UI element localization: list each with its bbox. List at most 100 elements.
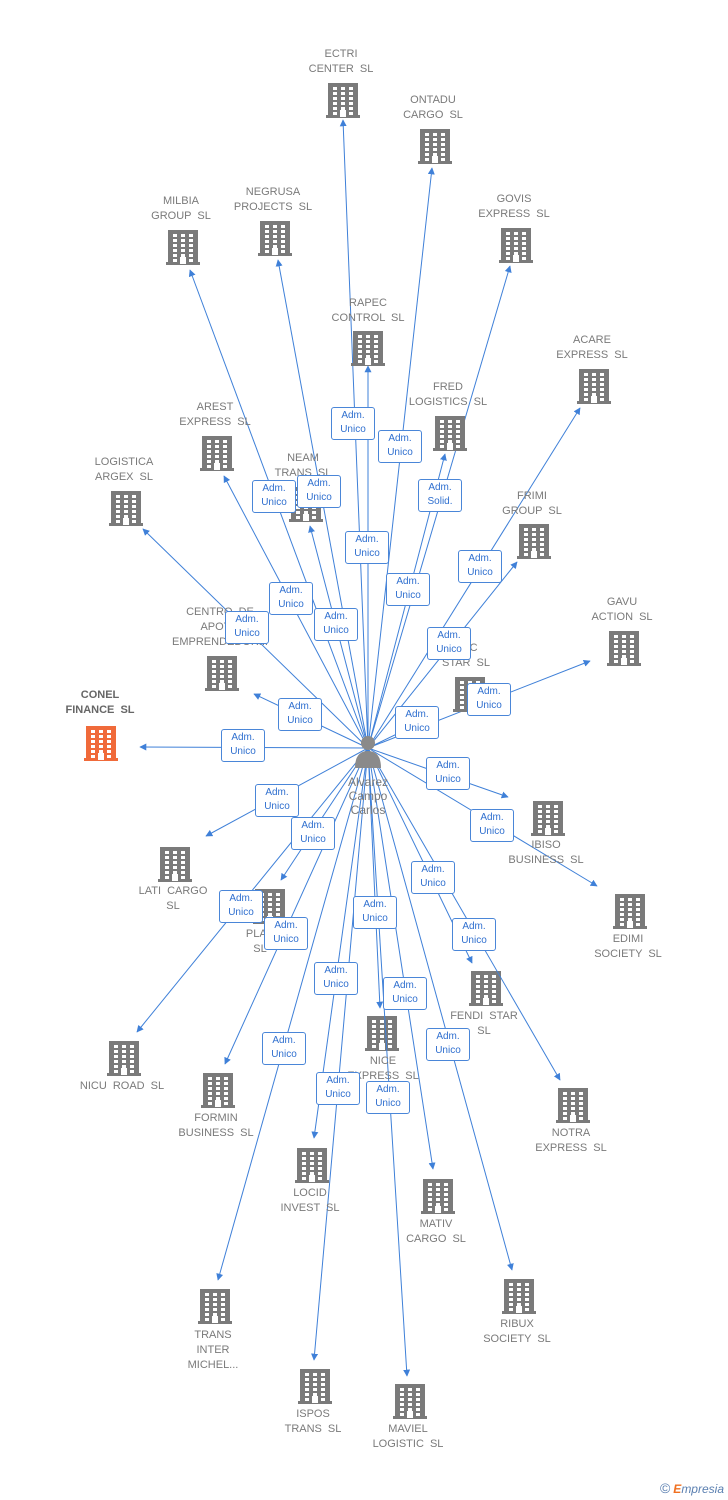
company-label-milbia-group-sl[interactable]: MILBIA GROUP SL [151, 195, 211, 222]
edge-plas-sl [280, 747, 369, 881]
building-icon [469, 971, 503, 1006]
edge-maviel-logistic-sl [367, 747, 411, 1377]
relation-label[interactable]: Adm. Unico [331, 407, 375, 440]
company-label-frimi-group-sl[interactable]: FRIMI GROUP SL [502, 490, 562, 517]
company-label-ribux-society-sl[interactable]: RIBUX SOCIETY SL [483, 1318, 551, 1345]
relation-label[interactable]: Adm. Unico [378, 430, 422, 463]
building-icon [556, 1088, 590, 1123]
relation-label[interactable]: Adm. Unico [255, 784, 299, 817]
company-label-logistica-argex-sl[interactable]: LOGISTICA ARGEX SL [94, 456, 154, 483]
relation-label[interactable]: Adm. Unico [386, 573, 430, 606]
building-icon [201, 1073, 235, 1108]
building-icon [577, 369, 611, 404]
company-label-mativ-cargo-sl[interactable]: MATIV CARGO SL [406, 1218, 466, 1245]
relation-label[interactable]: Adm. Unico [264, 917, 308, 950]
company-label-conel-finance-sl[interactable]: CONEL FINANCE SL [65, 689, 135, 716]
building-icon [531, 801, 565, 836]
building-icon [613, 894, 647, 929]
building-icon [205, 656, 239, 691]
company-label-notra-express-sl[interactable]: NOTRA EXPRESS SL [535, 1127, 607, 1154]
building-icon [393, 1384, 427, 1419]
company-label-gavu-action-sl[interactable]: GAVU ACTION SL [591, 596, 653, 623]
company-label-maviel-logistic-sl[interactable]: MAVIEL LOGISTIC SL [372, 1423, 444, 1450]
building-icon [84, 726, 118, 761]
relation-label[interactable]: Adm. Unico [411, 861, 455, 894]
person-icon [355, 736, 381, 768]
relation-label[interactable]: Adm. Unico [458, 550, 502, 583]
building-icon [418, 129, 452, 164]
building-icon [517, 524, 551, 559]
relation-label[interactable]: Adm. Unico [262, 1032, 306, 1065]
relation-label[interactable]: Adm. Unico [467, 683, 511, 716]
building-icon [107, 1041, 141, 1076]
relation-label[interactable]: Adm. Unico [383, 977, 427, 1010]
relation-label[interactable]: Adm. Unico [395, 706, 439, 739]
relation-label[interactable]: Adm. Unico [269, 582, 313, 615]
brand-logo-text: mpresia [681, 1482, 724, 1496]
company-label-ontadu-cargo-sl[interactable]: ONTADU CARGO SL [403, 94, 463, 121]
company-label-locid-invest-sl[interactable]: LOCID INVEST SL [280, 1187, 340, 1214]
relation-label[interactable]: Adm. Solid. [418, 479, 462, 512]
relation-label[interactable]: Adm. Unico [452, 918, 496, 951]
building-icon [502, 1279, 536, 1314]
building-icon [295, 1148, 329, 1183]
relation-label[interactable]: Adm. Unico [252, 480, 296, 513]
edge-ribux-society-sl [367, 747, 514, 1271]
relation-label[interactable]: Adm. Unico [225, 611, 269, 644]
edge-trans-inter-michel [216, 747, 369, 1281]
building-icon [421, 1179, 455, 1214]
relation-label[interactable]: Adm. Unico [314, 962, 358, 995]
company-label-ispos-trans-sl[interactable]: ISPOS TRANS SL [284, 1408, 342, 1435]
relation-label[interactable]: Adm. Unico [426, 757, 470, 790]
company-label-edimi-society-sl[interactable]: EDIMI SOCIETY SL [594, 933, 662, 960]
footer-brand: ©Empresia [660, 1480, 724, 1496]
edge-notra-express-sl [367, 747, 561, 1081]
relation-label[interactable]: Adm. Unico [278, 698, 322, 731]
company-label-lati-cargo-sl[interactable]: LATI CARGO SL [138, 885, 208, 912]
building-icon [326, 83, 360, 118]
relation-label[interactable]: Adm. Unico [366, 1081, 410, 1114]
company-label-govis-express-sl[interactable]: GOVIS EXPRESS SL [478, 193, 550, 220]
relation-label[interactable]: Adm. Unico [219, 890, 263, 923]
relation-label[interactable]: Adm. Unico [316, 1072, 360, 1105]
company-label-fendi-star-sl[interactable]: FENDI STAR SL [450, 1010, 518, 1037]
edge-mativ-cargo-sl [367, 747, 436, 1170]
company-label-ibiso-business-sl[interactable]: IBISO BUSINESS SL [508, 839, 584, 866]
building-icon [158, 847, 192, 882]
relation-label[interactable]: Adm. Unico [297, 475, 341, 508]
relation-label[interactable]: Adm. Unico [314, 608, 358, 641]
company-label-nicu-road-sl[interactable]: NICU ROAD SL [79, 1080, 165, 1092]
building-icon [166, 230, 200, 265]
relation-label[interactable]: Adm. Unico [427, 627, 471, 660]
relation-label[interactable]: Adm. Unico [345, 531, 389, 564]
edge-ispos-trans-sl [311, 747, 369, 1361]
edge-nice-express-sl [367, 747, 384, 1009]
person-name: Alvarez Campo Carlos [347, 775, 388, 817]
relation-label[interactable]: Adm. Unico [470, 809, 514, 842]
relation-label[interactable]: Adm. Unico [353, 896, 397, 929]
edge-formin-business-sl [224, 747, 369, 1065]
brand-logo-initial: E [673, 1482, 682, 1496]
company-label-nice-express-sl[interactable]: NICE EXPRESS SL [347, 1055, 419, 1082]
building-icon [258, 221, 292, 256]
building-icon [109, 491, 143, 526]
building-icon [351, 331, 385, 366]
building-icon [298, 1369, 332, 1404]
relation-label[interactable]: Adm. Unico [426, 1028, 470, 1061]
company-label-rapec-control-sl[interactable]: RAPEC CONTROL SL [331, 297, 405, 324]
relation-label[interactable]: Adm. Unico [291, 817, 335, 850]
company-label-acare-express-sl[interactable]: ACARE EXPRESS SL [556, 334, 628, 361]
company-label-formin-business-sl[interactable]: FORMIN BUSINESS SL [178, 1112, 254, 1139]
copyright-icon: © [659, 1480, 671, 1496]
company-label-arest-express-sl[interactable]: AREST EXPRESS SL [179, 401, 251, 428]
building-icon [365, 1016, 399, 1051]
company-label-trans-inter-michel[interactable]: TRANS INTER MICHEL... [187, 1329, 239, 1371]
building-icon [433, 416, 467, 451]
relation-label[interactable]: Adm. Unico [221, 729, 265, 762]
company-label-ectri-center-sl[interactable]: ECTRI CENTER SL [308, 48, 374, 75]
company-label-negrusa-projects-sl[interactable]: NEGRUSA PROJECTS SL [233, 186, 313, 213]
company-label-fred-logistics-sl[interactable]: FRED LOGISTICS SL [408, 381, 488, 408]
building-icon [200, 436, 234, 471]
